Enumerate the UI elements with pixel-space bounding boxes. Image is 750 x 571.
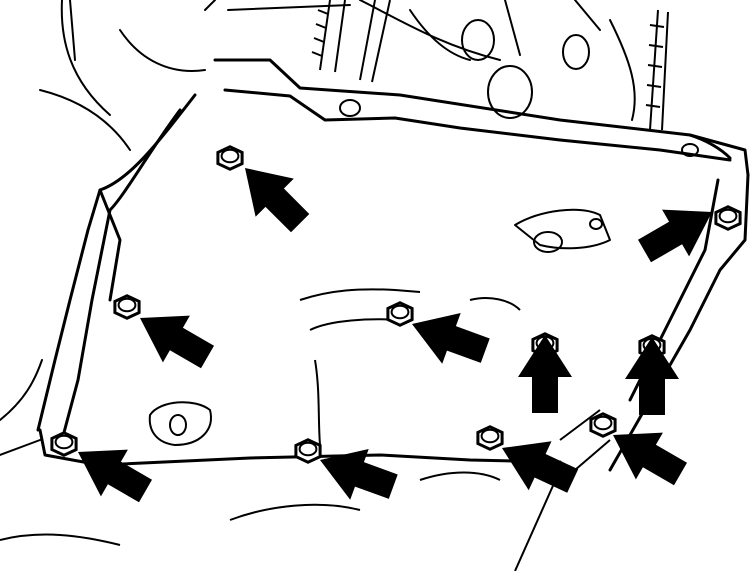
callout-arrow <box>412 313 490 364</box>
callout-arrow <box>613 432 687 486</box>
callout-arrow <box>502 441 579 493</box>
oil-pan-flange <box>36 58 750 472</box>
callout-arrow <box>638 209 712 263</box>
callout-arrow <box>625 337 679 415</box>
callout-arrow <box>320 449 398 500</box>
bolt-head <box>113 294 141 320</box>
bolt-head <box>589 412 617 438</box>
bolt-head <box>714 205 742 231</box>
bolt-head <box>50 431 78 457</box>
bolt-head <box>386 301 414 327</box>
oil-pan-inner-detail <box>0 99 699 571</box>
bolt-head <box>216 145 244 171</box>
engine-block-outline <box>0 0 636 456</box>
bolt-head <box>476 425 504 451</box>
callout-arrow <box>78 449 152 503</box>
bolt-head <box>294 438 322 464</box>
timing-chain <box>311 0 669 131</box>
arrow-group <box>78 168 712 503</box>
callout-arrow <box>245 168 310 233</box>
callout-arrow <box>140 315 214 369</box>
callout-arrow <box>518 335 572 413</box>
